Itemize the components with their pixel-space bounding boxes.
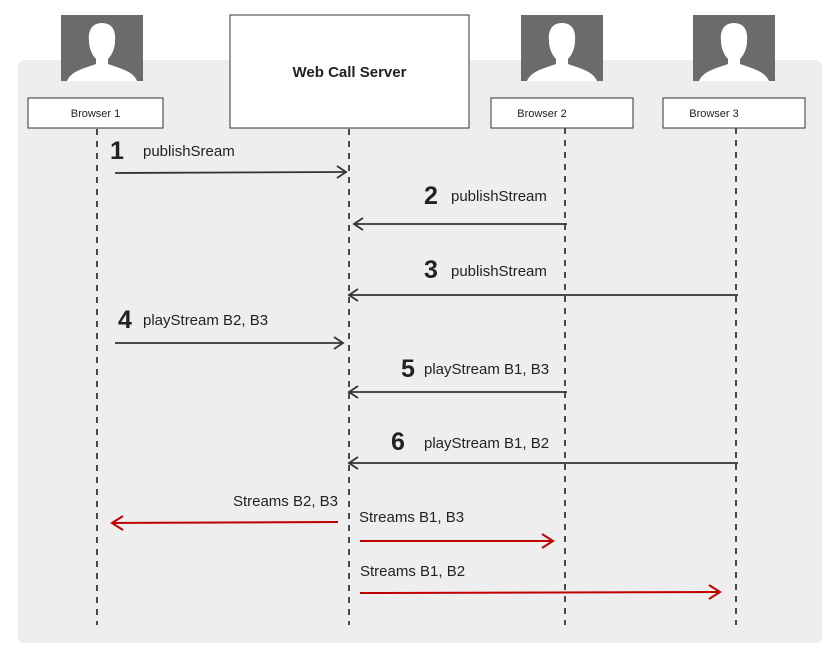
message-label: playStream B1, B2 (424, 435, 549, 452)
participant-label: Browser 1 (71, 108, 121, 120)
message-1: 1 publishSream (110, 137, 348, 179)
stream-to-browser-1: Streams B2, B3 (110, 493, 339, 531)
stream-to-browser-2: Streams B1, B3 (359, 509, 555, 549)
message-arrow (114, 171, 347, 174)
diagram-panel (18, 60, 822, 643)
arrowhead-icon (336, 165, 348, 179)
browser-3-avatar-icon (693, 15, 775, 81)
message-label: publishSream (143, 143, 235, 160)
arrowhead-icon (708, 584, 722, 600)
stream-to-browser-3: Streams B1, B2 (359, 563, 722, 600)
step-number: 5 (401, 355, 415, 383)
step-number: 3 (424, 256, 438, 284)
message-label: publishStream (451, 188, 547, 205)
arrowhead-icon (347, 385, 359, 399)
message-label: publishStream (451, 263, 547, 280)
arrowhead-icon (347, 288, 359, 302)
participant-browser-2: Browser 2 (490, 97, 634, 129)
message-4: 4 playStream B2, B3 (115, 306, 345, 350)
message-label: Streams B1, B3 (359, 509, 464, 526)
message-5: 5 playStream B1, B3 (347, 355, 567, 399)
arrowhead-icon (352, 217, 364, 231)
step-number: 4 (118, 306, 132, 334)
arrowhead-icon (110, 515, 124, 531)
step-number: 1 (110, 137, 124, 165)
participant-label: Browser 2 (517, 108, 567, 120)
arrowhead-icon (541, 533, 555, 549)
participant-label: Web Call Server (293, 64, 407, 81)
stream-arrow (111, 521, 339, 524)
step-number: 6 (391, 428, 405, 456)
message-label: Streams B2, B3 (233, 493, 338, 510)
browser-1-avatar-icon (61, 15, 143, 81)
message-label: playStream B2, B3 (143, 312, 268, 329)
message-2: 2 publishStream (352, 182, 567, 231)
participant-browser-3: Browser 3 (662, 97, 806, 129)
participant-label: Browser 3 (689, 108, 739, 120)
stream-arrow (359, 591, 721, 594)
participant-browser-1: Browser 1 (27, 97, 164, 129)
arrowhead-icon (333, 336, 345, 350)
message-3: 3 publishStream (347, 256, 738, 302)
message-6: 6 playStream B1, B2 (347, 428, 738, 470)
message-label: playStream B1, B3 (424, 361, 549, 378)
message-label: Streams B1, B2 (360, 563, 465, 580)
step-number: 2 (424, 182, 438, 210)
participant-web-call-server: Web Call Server (229, 14, 470, 129)
browser-2-avatar-icon (521, 15, 603, 81)
arrowhead-icon (347, 456, 359, 470)
